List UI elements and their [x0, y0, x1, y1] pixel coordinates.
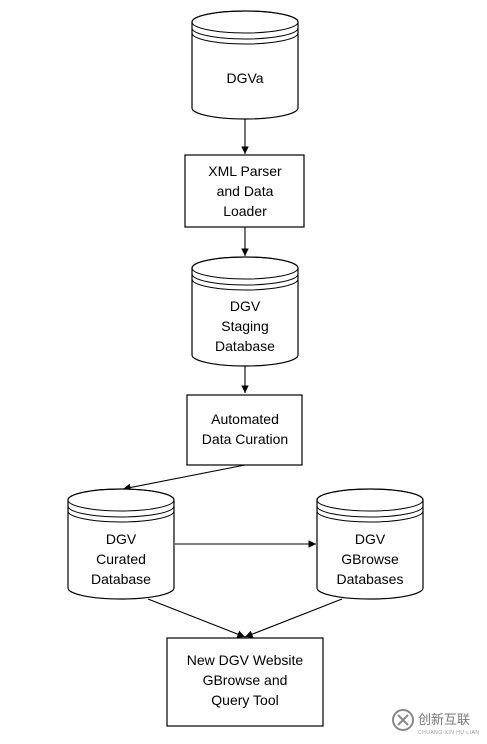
node-website-line-1: New DGV Website	[187, 652, 304, 668]
node-gbrowse-db-line-3: Databases	[337, 571, 404, 587]
node-staging-db-line-1: DGV	[230, 298, 261, 314]
node-curation-line-1: Automated	[211, 411, 279, 427]
edge-curation-to-curated-db	[122, 464, 246, 492]
node-dgva-line-1: DGVa	[226, 70, 263, 86]
watermark-text: 创新互联	[418, 712, 470, 727]
edge-curated-db-to-website	[147, 598, 246, 638]
node-staging-db-line-3: Database	[215, 338, 275, 354]
node-curated-db-line-3: Database	[91, 571, 151, 587]
node-curated-db-line-1: DGV	[106, 531, 137, 547]
node-dgva: DGVa	[191, 10, 299, 120]
node-website-line-3: Query Tool	[211, 692, 278, 708]
watermark-subtext: CHUANG XIN HU LIAN	[418, 730, 480, 736]
node-gbrowse-db: DGV GBrowse Databases	[316, 488, 424, 600]
node-xml-parser-line-3: Loader	[223, 203, 267, 219]
node-staging-db-line-2: Staging	[221, 318, 268, 334]
watermark-x-icon	[397, 714, 409, 726]
node-staging-db: DGV Staging Database	[191, 256, 299, 367]
node-xml-parser-line-2: and Data	[217, 183, 274, 199]
edge-gbrowse-db-to-website	[244, 598, 343, 638]
node-curated-db-line-2: Curated	[96, 551, 146, 567]
node-xml-parser-line-1: XML Parser	[208, 163, 282, 179]
node-curated-db: DGV Curated Database	[67, 488, 175, 600]
node-curation: Automated Data Curation	[186, 394, 303, 466]
node-website-line-2: GBrowse and	[203, 672, 288, 688]
watermark: 创新互联 CHUANG XIN HU LIAN	[392, 709, 480, 736]
watermark-logo-icon	[392, 709, 414, 731]
node-gbrowse-db-line-1: DGV	[355, 531, 386, 547]
edges	[122, 119, 343, 638]
node-gbrowse-db-line-2: GBrowse	[341, 551, 399, 567]
node-website: New DGV Website GBrowse and Query Tool	[166, 637, 324, 727]
node-curation-line-2: Data Curation	[202, 431, 288, 447]
node-xml-parser: XML Parser and Data Loader	[184, 154, 305, 228]
